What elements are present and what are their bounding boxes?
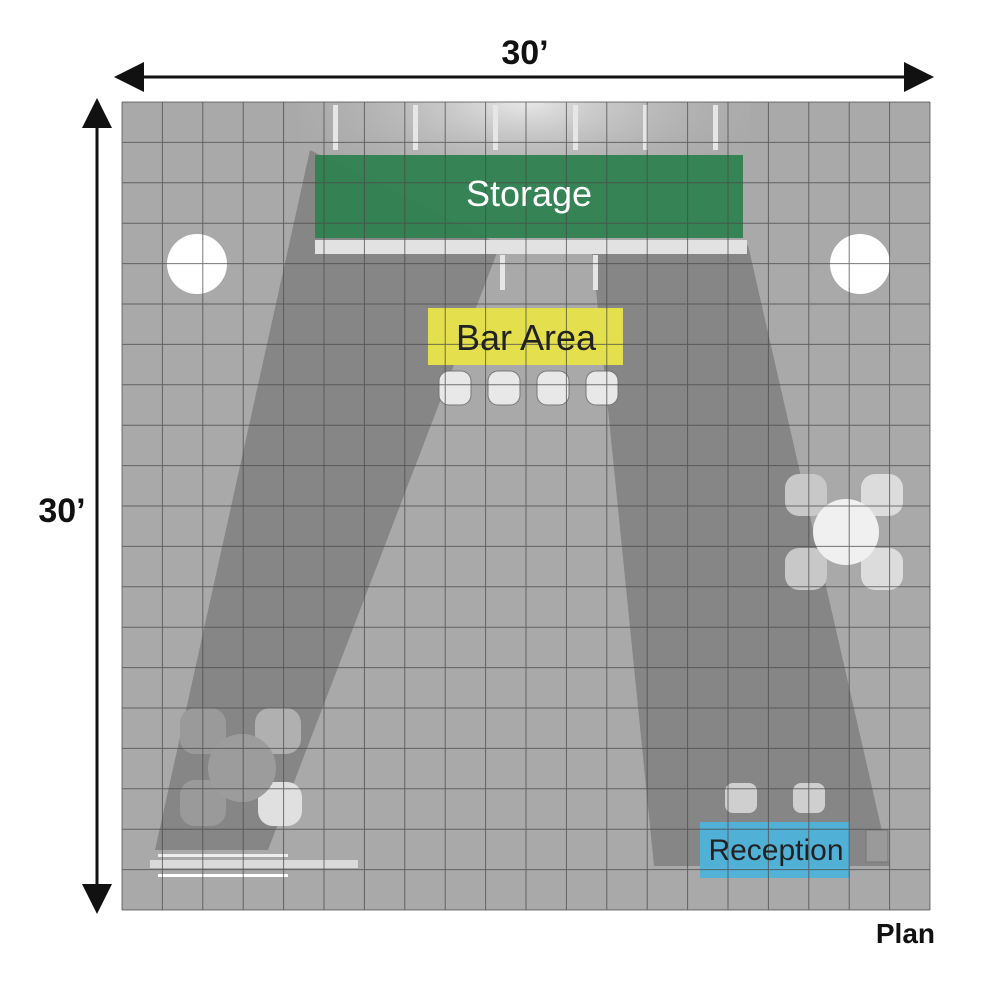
reception-label: Reception: [708, 834, 843, 867]
storage-zone[interactable]: [315, 155, 743, 238]
storage-wall: [315, 240, 747, 254]
floor-grid: [121, 101, 931, 911]
right-overhead-beam: [592, 245, 890, 866]
right-lounge-set: [785, 474, 903, 590]
depth-dimension-label: 30’: [38, 492, 85, 530]
left-overhead-beam: [155, 150, 500, 850]
reception-side-unit: [865, 829, 889, 863]
storage-label: Storage: [466, 173, 592, 214]
light-fixtures: [333, 105, 718, 290]
bar-area-label: Bar Area: [456, 317, 597, 358]
reception-zone[interactable]: [700, 822, 850, 878]
left-lounge-set: [180, 708, 302, 826]
width-dimension-label: 30’: [501, 34, 548, 72]
bar-stools: [438, 370, 619, 406]
view-label: Plan: [876, 918, 935, 949]
display-counter: [150, 854, 358, 877]
